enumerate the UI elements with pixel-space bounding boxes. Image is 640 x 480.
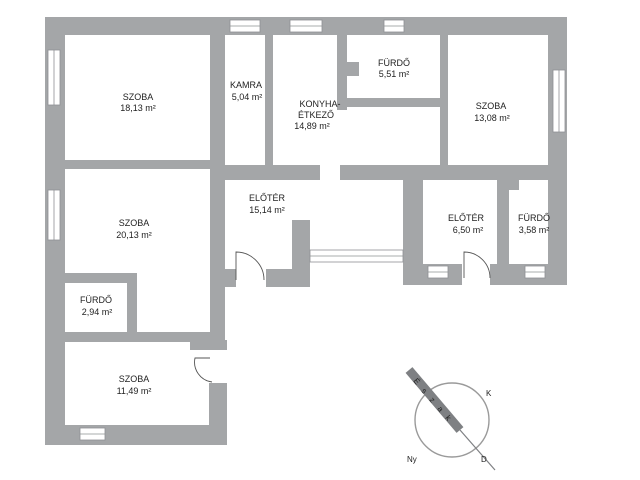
room-szoba4-area: 11,49 m²	[117, 386, 152, 396]
compass-label-south: D	[481, 455, 487, 464]
compass-label-west: Ny	[407, 455, 417, 464]
room-kamra-name: KAMRA	[230, 80, 262, 90]
room-szoba1-name: SZOBA	[123, 92, 154, 102]
room-szoba3-area: 20,13 m²	[116, 230, 152, 240]
room-konyha-name: KONYHA-	[299, 99, 340, 109]
room-furdo3-name: FÜRDŐ	[80, 295, 112, 305]
room-labels: SZOBA 18,13 m² KAMRA 5,04 m² KONYHA- ÉTK…	[80, 58, 550, 396]
room-kamra-area: 5,04 m²	[232, 92, 263, 102]
room-szoba2-area: 13,08 m²	[474, 113, 510, 123]
compass-needle-letter-3: z	[427, 396, 436, 405]
door-szoba4	[194, 357, 213, 383]
room-szoba4-name: SZOBA	[119, 374, 150, 384]
compass-circle	[414, 382, 490, 458]
compass-needle-letter-4: a	[435, 405, 445, 415]
compass: É s z a k K D Ny	[405, 367, 496, 471]
compass-needle	[405, 367, 464, 433]
walls	[45, 17, 567, 445]
room-furdo3-area: 2,94 m²	[82, 307, 113, 317]
room-konyha-name2: ÉTKEZŐ	[298, 110, 334, 120]
compass-label-east: K	[486, 389, 492, 398]
compass-axis	[459, 429, 496, 471]
room-szoba1-area: 18,13 m²	[120, 103, 156, 113]
windows	[47, 19, 566, 441]
compass-needle-letter-2: s	[419, 387, 428, 396]
room-furdo1-area: 5,51 m²	[379, 69, 410, 79]
room-furdo2-name: FÜRDŐ	[518, 213, 550, 223]
room-eloter1-area: 15,14 m²	[249, 205, 285, 215]
room-eloter2-name: ELŐTÉR	[448, 213, 485, 223]
door-eloter2	[463, 251, 491, 279]
room-szoba2-name: SZOBA	[476, 101, 507, 111]
room-furdo1-name: FÜRDŐ	[378, 58, 410, 68]
compass-needle-letter-5: k	[443, 414, 453, 424]
compass-needle-letter-1: É	[411, 377, 421, 387]
room-eloter1-name: ELŐTÉR	[249, 193, 286, 203]
room-konyha-area: 14,89 m²	[294, 121, 330, 131]
room-szoba3-name: SZOBA	[119, 218, 150, 228]
doors	[194, 251, 491, 383]
room-furdo2-area: 3,58 m²	[519, 225, 550, 235]
room-eloter2-area: 6,50 m²	[453, 225, 484, 235]
door-eloter1	[235, 251, 265, 281]
